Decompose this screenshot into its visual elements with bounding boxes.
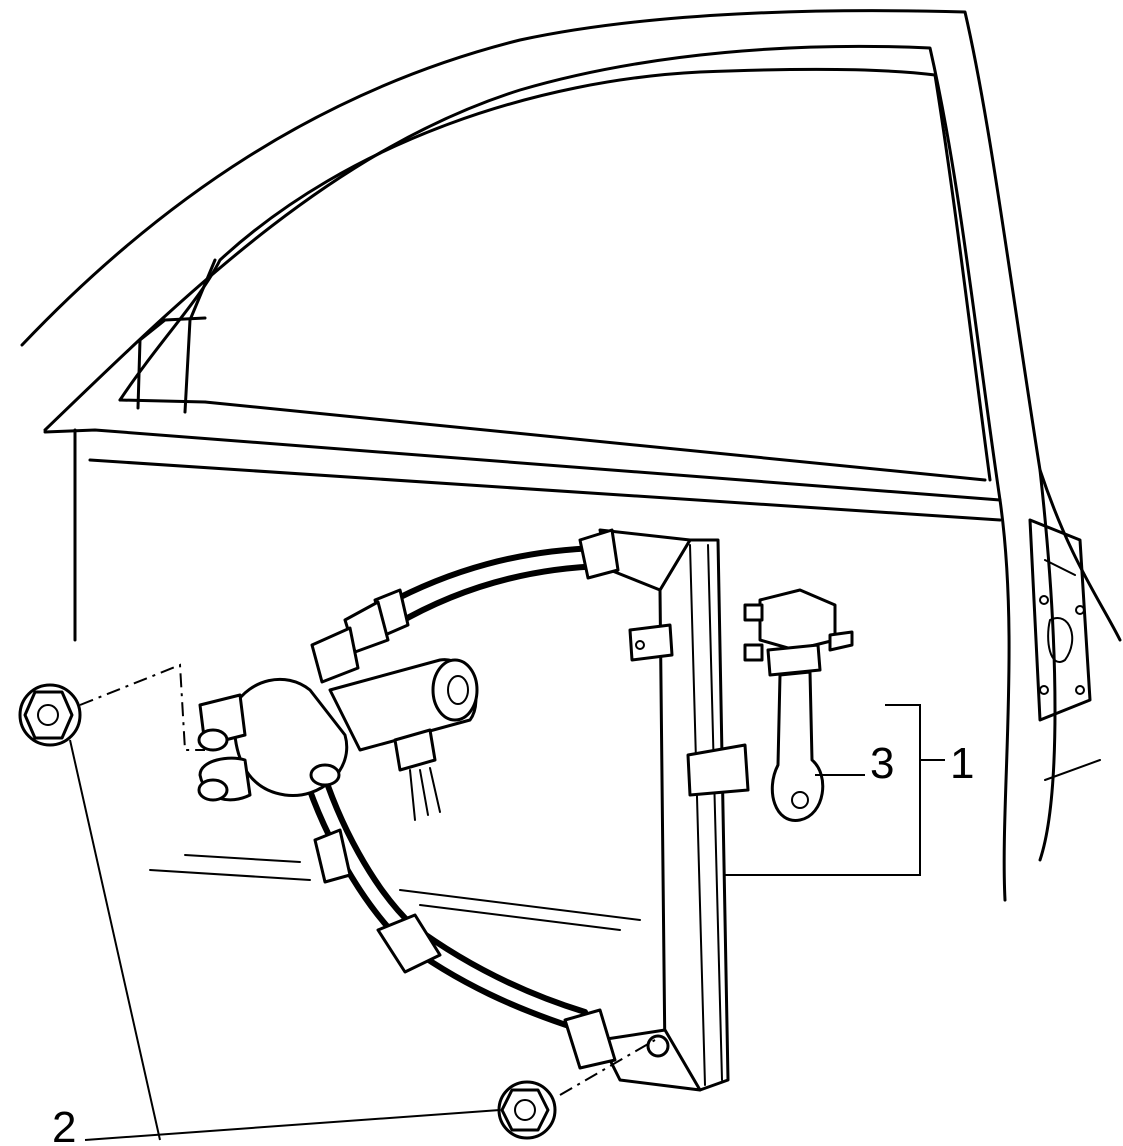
nut-lower xyxy=(497,1080,557,1140)
nut-upper xyxy=(18,683,82,747)
regulator-switch-part xyxy=(743,588,854,822)
regulator-motor xyxy=(197,658,479,821)
assembly-axis-lines xyxy=(79,663,656,1096)
cable-sleeves xyxy=(310,528,620,1070)
callout-leaders xyxy=(69,704,945,1141)
callout-1: 1 xyxy=(950,739,974,788)
callout-3: 3 xyxy=(870,739,894,788)
glass-hatch-lines xyxy=(149,854,641,931)
door-frame xyxy=(20,9,1122,902)
callout-2: 2 xyxy=(52,1103,76,1146)
regulator-rail xyxy=(598,528,750,1092)
